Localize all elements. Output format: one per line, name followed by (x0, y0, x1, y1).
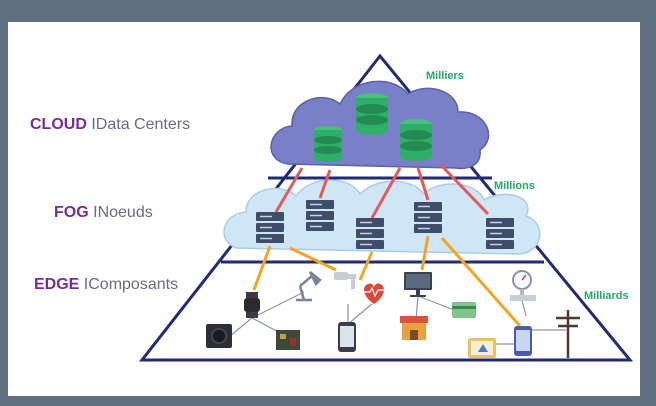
layer-title: FOG (54, 204, 89, 221)
speaker-icon (206, 324, 232, 348)
layer-label-cloud: CLOUD IData Centers (30, 116, 190, 134)
smartphone-icon (338, 322, 356, 352)
database-icon (400, 119, 432, 161)
database-icon (314, 126, 342, 162)
utility-pole-icon (556, 310, 580, 358)
layer-label-fog: FOG INoeuds (54, 204, 153, 222)
cloud-fog-links (274, 162, 490, 219)
server-icon (306, 200, 334, 231)
layer-separator: I (83, 276, 89, 293)
faucet-icon (334, 272, 356, 289)
smartphone-icon (514, 326, 532, 356)
server-icon (256, 212, 284, 243)
store-icon (400, 316, 428, 340)
fog-edge-links (252, 235, 522, 327)
layer-separator: I (91, 116, 96, 133)
tablet-icon (468, 338, 496, 358)
server-icon (414, 202, 442, 233)
monitor-icon (404, 272, 432, 297)
server-icon (356, 218, 384, 249)
layer-title: EDGE (34, 276, 80, 293)
server-icon (486, 218, 514, 249)
layer-count-cloud: Milliers (426, 70, 464, 82)
layer-count-fog: Millions (494, 180, 535, 192)
layer-description: Composants (88, 276, 179, 293)
lamp-icon (296, 271, 322, 302)
heart-rate-icon (364, 283, 384, 304)
database-icon (356, 93, 388, 135)
card-reader-icon (452, 302, 476, 318)
smartwatch-icon (244, 292, 260, 318)
layer-label-edge: EDGE IComposants (34, 276, 178, 294)
layer-count-edge: Milliards (584, 290, 629, 302)
layer-description: Data Centers (95, 116, 191, 133)
pressure-gauge-icon (510, 270, 536, 301)
circuit-board-icon (276, 330, 300, 350)
layer-separator: I (93, 204, 98, 221)
layer-description: Noeuds (97, 204, 153, 221)
layer-title: CLOUD (30, 116, 87, 133)
fog-layer (223, 179, 541, 255)
